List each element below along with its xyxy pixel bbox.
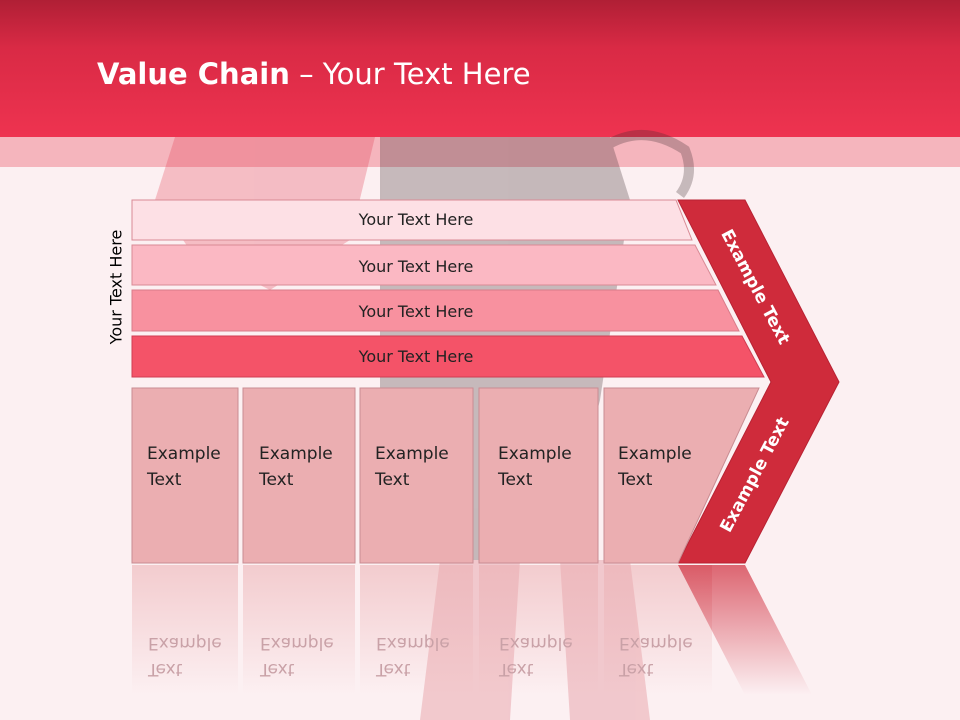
column-label-5-line1: Example (618, 444, 692, 464)
reflection-text: Example (619, 633, 693, 653)
column-label-4-line1: Example (498, 444, 572, 464)
row-label-3: Your Text Here (358, 302, 474, 321)
column-reflection (243, 565, 355, 695)
row-label-2: Your Text Here (358, 257, 474, 276)
row-bar-2 (131, 244, 717, 286)
title-bold: Value Chain (97, 57, 290, 91)
column-label-1-line1: Example (147, 444, 221, 464)
column-reflection (360, 565, 473, 695)
column-box-1 (131, 387, 239, 564)
reflection-text: Text (259, 659, 295, 679)
chevron-arrow (677, 199, 840, 564)
row-label-4: Your Text Here (358, 347, 474, 366)
column-reflection (479, 565, 598, 695)
umbrella-handle (597, 130, 694, 198)
reflection-text: Text (498, 659, 534, 679)
slide-title: Value Chain – Your Text Here (97, 54, 531, 94)
column-label-2-line2: Text (258, 470, 294, 490)
row-bar-3 (131, 289, 740, 332)
column-label-3-line1: Example (375, 444, 449, 464)
column-box-2 (242, 387, 356, 564)
header-subband (0, 137, 960, 167)
chevron-reflection (678, 565, 812, 695)
reflection-text: Text (147, 659, 183, 679)
column-box-4 (478, 387, 599, 564)
reflection-text: Example (148, 633, 222, 653)
column-label-3-line2: Text (374, 470, 410, 490)
column-label-2-line1: Example (259, 444, 333, 464)
reflection-text: Example (260, 633, 334, 653)
reflection-text: Text (618, 659, 654, 679)
reflection-text: Example (499, 633, 573, 653)
column-label-5-line2: Text (617, 470, 653, 490)
column-label-1-line2: Text (146, 470, 182, 490)
reflection-text: Text (375, 659, 411, 679)
column-reflection (132, 565, 238, 695)
row-bar-1 (131, 199, 693, 241)
header-band (0, 0, 960, 137)
column-box-3 (359, 387, 474, 564)
reflection-text: Example (376, 633, 450, 653)
reflection-group: Text Example Text Example Text Example T… (132, 565, 812, 695)
title-rest: – Your Text Here (289, 57, 531, 91)
row-bar-4 (131, 335, 765, 378)
column-label-4-line2: Text (497, 470, 533, 490)
row-label-1: Your Text Here (358, 210, 474, 229)
column-box-5 (603, 387, 760, 564)
